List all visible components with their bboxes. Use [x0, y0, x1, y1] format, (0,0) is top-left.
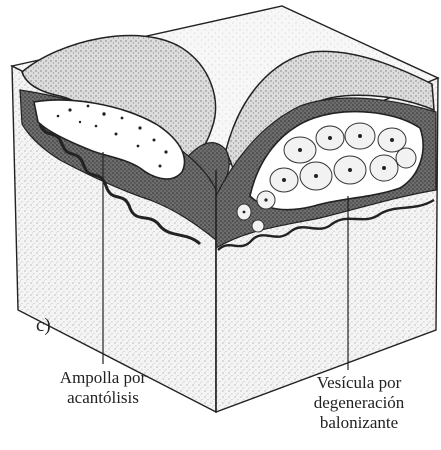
panel-label: c) — [36, 316, 51, 336]
label-ampolla-line1: Ampolla por — [30, 368, 176, 388]
label-ampolla: Ampolla por acantólisis — [30, 368, 176, 408]
label-vesicula-line2: degeneración — [284, 393, 434, 413]
label-vesicula: Vesícula por degeneración balonizante — [284, 373, 434, 433]
label-vesicula-line3: balonizante — [284, 413, 434, 433]
label-ampolla-line2: acantólisis — [30, 388, 176, 408]
label-vesicula-line1: Vesícula por — [284, 373, 434, 393]
